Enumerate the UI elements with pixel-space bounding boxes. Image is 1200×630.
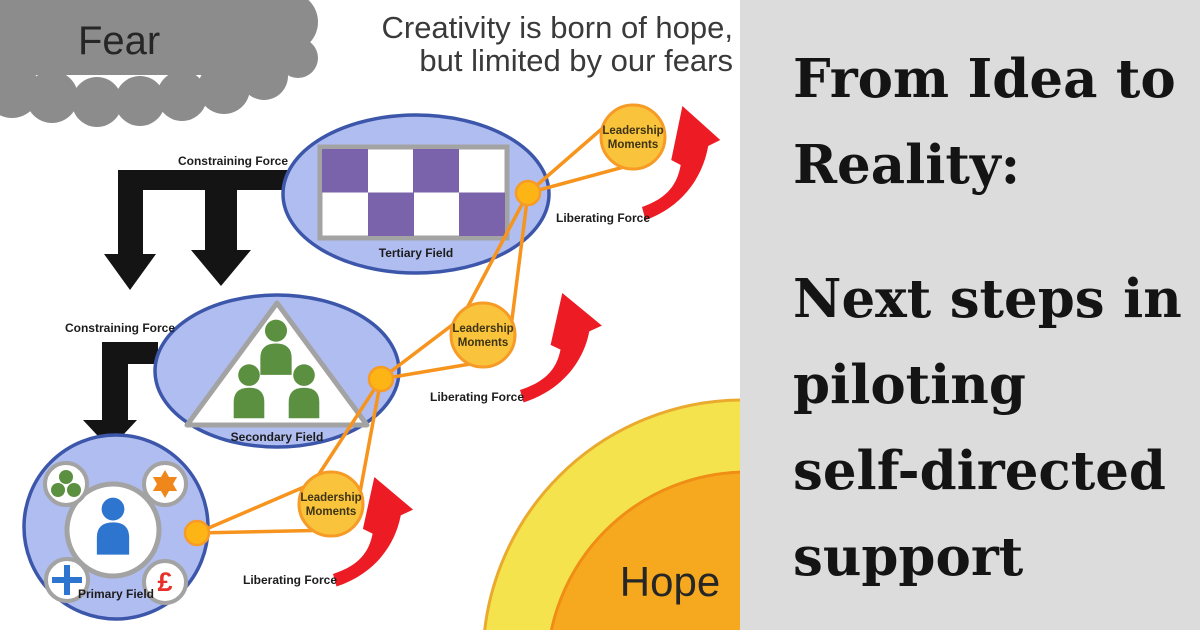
- hope-label: Hope: [620, 558, 720, 605]
- checkerboard-icon: [317, 144, 510, 241]
- leadership-moments-bottom: Leadership Moments: [297, 470, 365, 538]
- quote-line-1: Creativity is born of hope,: [381, 10, 733, 45]
- leadership-label: Leadership: [452, 323, 513, 335]
- tertiary-field: Tertiary Field: [281, 113, 551, 275]
- star-icon: [152, 470, 178, 498]
- liberating-arrow-middle-icon: [520, 293, 602, 403]
- constraining-arrow-bottom-icon: [83, 342, 158, 449]
- subtitle-line: support: [793, 526, 1024, 588]
- title-line: Reality:: [793, 134, 1021, 196]
- title-block: From Idea to Reality:: [793, 36, 1176, 208]
- subtitle-line: Next steps in: [793, 268, 1182, 330]
- subtitle-line: piloting: [793, 354, 1026, 416]
- creativity-diagram: Fear Creativity is born of hope, but lim…: [0, 0, 740, 630]
- leadership-label: Moments: [458, 337, 508, 349]
- liberating-force-label-middle: Liberating Force: [430, 390, 524, 404]
- constraining-force-label-top: Constraining Force: [178, 154, 288, 168]
- leadership-label: Moments: [608, 139, 658, 151]
- fear-cloud-icon: [0, 0, 318, 127]
- hope-sun-icon: [483, 398, 740, 630]
- primary-field-label: Primary Field: [78, 587, 154, 601]
- leadership-moments-top: Leadership Moments: [599, 103, 667, 171]
- group-dots-icon: [51, 470, 81, 497]
- leadership-label: Moments: [306, 506, 356, 518]
- secondary-field: Secondary Field: [153, 293, 401, 449]
- plus-icon: [52, 565, 82, 595]
- tertiary-field-label: Tertiary Field: [379, 246, 453, 260]
- subtitle-line: self-directed: [793, 440, 1166, 502]
- liberating-force-label-bottom: Liberating Force: [243, 573, 337, 587]
- belt-node-icons: [183, 179, 542, 547]
- liberating-force-label-top: Liberating Force: [556, 211, 650, 225]
- leadership-label: Leadership: [300, 492, 361, 504]
- constraining-arrow-top-icon: [104, 170, 295, 290]
- primary-field: £ Primary Field: [22, 433, 210, 621]
- people-triangle-icon: [184, 300, 370, 428]
- diagram-canvas: Fear Creativity is born of hope, but lim…: [0, 0, 740, 630]
- fear-label: Fear: [78, 19, 160, 63]
- leadership-moments-middle: Leadership Moments: [449, 301, 517, 369]
- pound-icon: £: [157, 567, 172, 597]
- constraining-force-label-bottom: Constraining Force: [65, 321, 175, 335]
- title-line: From Idea to: [793, 48, 1176, 110]
- title-panel: From Idea to Reality: Next steps in pilo…: [740, 0, 1200, 630]
- secondary-field-label: Secondary Field: [231, 430, 324, 444]
- quote-line-2: but limited by our fears: [419, 43, 733, 78]
- leadership-label: Leadership: [602, 125, 663, 137]
- subtitle-block: Next steps in piloting self-directed sup…: [793, 256, 1182, 600]
